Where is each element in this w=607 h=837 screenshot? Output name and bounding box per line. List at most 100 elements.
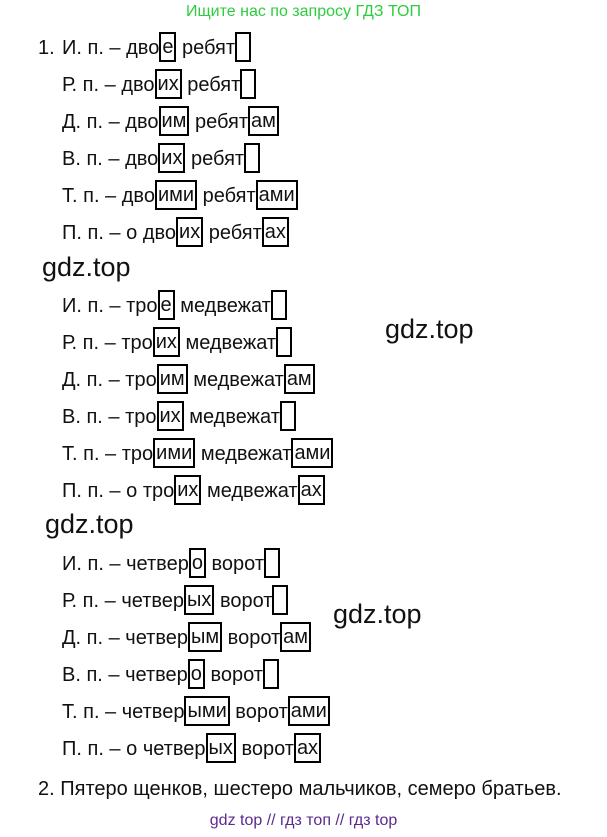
noun-stem: медвежат bbox=[206, 480, 298, 502]
noun-stem: ворот bbox=[211, 553, 265, 575]
ending-box: их bbox=[156, 400, 184, 431]
numeral-stem: тро bbox=[121, 443, 154, 465]
ending-box: ами bbox=[291, 437, 334, 468]
noun-stem: ворот bbox=[235, 701, 288, 723]
search-hint-header: Ищите нас по запросу ГДЗ ТОП bbox=[186, 3, 421, 20]
ending-box: ах bbox=[297, 474, 325, 505]
numeral-stem: дво bbox=[125, 148, 159, 170]
numeral-stem: четвер bbox=[121, 590, 184, 612]
ending-box: ими bbox=[153, 437, 196, 468]
case-label: В. п. – bbox=[62, 664, 120, 686]
numeral-stem: тро bbox=[126, 295, 158, 317]
case-label: Д. п. – bbox=[62, 627, 120, 649]
ending-box: о bbox=[188, 547, 206, 578]
ending-box: ыми bbox=[184, 695, 230, 726]
case-label: И. п. – bbox=[62, 37, 121, 59]
ending-box bbox=[262, 658, 279, 689]
case-label: Т. п. – bbox=[62, 443, 117, 465]
ending-box bbox=[264, 547, 280, 578]
case-label: Р. п. – bbox=[62, 74, 116, 96]
noun-stem: ребят bbox=[187, 74, 241, 96]
ending-box: ых bbox=[184, 584, 215, 615]
ending-box bbox=[276, 326, 293, 357]
ending-box: е bbox=[159, 31, 177, 62]
ending-box bbox=[270, 289, 287, 320]
noun-stem: ребят bbox=[182, 37, 236, 59]
case-label: В. п. – bbox=[62, 148, 120, 170]
noun-stem: ворот bbox=[227, 627, 281, 649]
ending-box: их bbox=[174, 474, 202, 505]
ending-box: ам bbox=[280, 621, 312, 652]
case-label: Д. п. – bbox=[62, 369, 120, 391]
numeral-stem: четвер bbox=[121, 701, 185, 723]
numeral-stem: четвер bbox=[125, 627, 188, 649]
ending-box bbox=[244, 142, 261, 173]
numeral-stem: дво bbox=[126, 37, 160, 59]
ending-box: их bbox=[154, 68, 182, 99]
noun-stem: медвежат bbox=[185, 332, 277, 354]
case-label: Т. п. – bbox=[62, 185, 117, 207]
noun-stem: ворот bbox=[241, 738, 294, 760]
ending-box: ими bbox=[154, 179, 198, 210]
ending-box: е bbox=[157, 289, 175, 320]
numeral-stem: тро bbox=[121, 332, 153, 354]
ending-box: ам bbox=[248, 105, 279, 136]
case-label: П. п. – bbox=[62, 480, 121, 502]
footer-links: gdz top // гдз топ // гдз top bbox=[209, 812, 398, 829]
ending-box bbox=[240, 68, 257, 99]
ending-box bbox=[279, 400, 296, 431]
numeral-stem: четвер bbox=[126, 553, 189, 575]
case-label: Д. п. – bbox=[62, 111, 120, 133]
ending-box: ами bbox=[255, 179, 298, 210]
ending-box: их bbox=[176, 216, 204, 247]
ending-box: ым bbox=[187, 621, 223, 652]
numeral-stem: дво bbox=[125, 111, 159, 133]
watermark: gdz.top bbox=[45, 509, 134, 539]
case-label: И. п. – bbox=[62, 295, 121, 317]
ending-box: им bbox=[158, 105, 190, 136]
noun-stem: медвежат bbox=[200, 443, 292, 465]
exercise-2: 2. Пятеро щенков, шестеро мальчиков, сем… bbox=[38, 778, 562, 800]
preposition: о bbox=[126, 480, 138, 502]
numeral-stem: дво bbox=[121, 74, 155, 96]
numeral-stem: дво bbox=[142, 222, 177, 244]
watermark: gdz.top bbox=[42, 252, 131, 282]
noun-stem: ворот bbox=[210, 664, 263, 686]
numeral-stem: дво bbox=[121, 185, 155, 207]
noun-stem: ребят bbox=[208, 222, 262, 244]
watermark: gdz.top bbox=[385, 314, 474, 344]
ending-box: ых bbox=[205, 732, 236, 763]
ending-box bbox=[235, 31, 252, 62]
ending-box: о bbox=[187, 658, 205, 689]
preposition: о bbox=[126, 738, 138, 760]
numeral-stem: тро bbox=[125, 406, 157, 428]
noun-stem: ребят bbox=[202, 185, 256, 207]
ending-box: ами bbox=[287, 695, 330, 726]
noun-stem: ребят bbox=[194, 111, 249, 133]
exercise-number: 1. bbox=[38, 37, 55, 59]
ending-box: ах bbox=[293, 732, 322, 763]
numeral-stem: четвер bbox=[125, 664, 188, 686]
case-label: П. п. – bbox=[62, 222, 121, 244]
ending-box bbox=[272, 584, 289, 615]
noun-stem: медвежат bbox=[180, 295, 271, 317]
ending-box: им bbox=[156, 363, 188, 394]
